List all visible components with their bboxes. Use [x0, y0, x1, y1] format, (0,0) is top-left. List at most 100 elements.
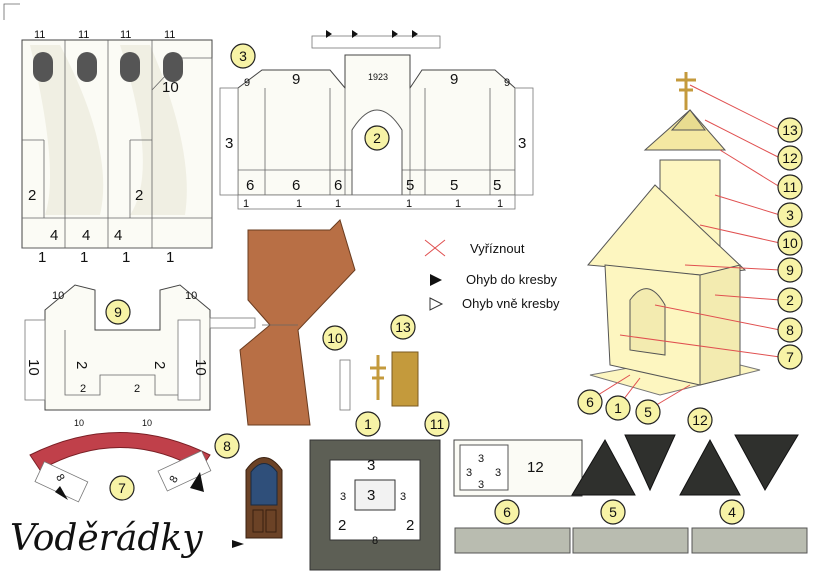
callout-number: 10 — [327, 330, 343, 346]
part-9-frame: 10 10 10 10 2 2 2 2 10 10 — [24, 284, 211, 428]
cut-cross-icon — [424, 239, 446, 257]
label: 1 — [122, 249, 130, 266]
label: 2 — [73, 361, 90, 369]
callout-number: 3 — [239, 48, 247, 64]
callout-number: 2 — [373, 130, 381, 146]
label: 3 — [367, 457, 375, 474]
label: 5 — [450, 177, 458, 194]
label: 11 — [34, 29, 45, 41]
callout-circle — [364, 125, 390, 151]
callout-circle — [494, 499, 520, 525]
callout-circle — [109, 475, 135, 501]
label: 6 — [334, 177, 342, 194]
callout-number: 7 — [118, 480, 126, 496]
label: 9 — [244, 77, 250, 89]
callout-number: 4 — [728, 504, 736, 520]
callout-number: 13 — [782, 122, 798, 138]
tower-window — [120, 52, 140, 82]
callout-circle — [777, 287, 803, 313]
chapel-illustration — [587, 72, 781, 411]
callout-number: 6 — [503, 504, 511, 520]
label: 3 — [367, 487, 375, 504]
part-1-base: 3 3 3 3 2 2 8 — [309, 439, 441, 571]
label: 3 — [518, 135, 526, 152]
callout-number: 7 — [786, 349, 794, 365]
callout-circle — [777, 117, 803, 143]
nave-side — [699, 264, 741, 386]
label: 4 — [50, 227, 58, 244]
part-11-tower-base: 3 3 3 3 12 — [453, 439, 583, 497]
label: 3 — [466, 467, 472, 479]
label: 4 — [82, 227, 90, 244]
fold-in-triangle-icon — [326, 30, 418, 38]
callout-circle — [322, 325, 348, 351]
label: 11 — [78, 29, 89, 41]
label: 10 — [162, 79, 179, 96]
callout-circle — [355, 411, 381, 437]
corner-mark — [3, 3, 20, 20]
label: 1 — [335, 198, 341, 210]
part-10-roof — [209, 219, 356, 426]
year-label: 1923 — [368, 72, 388, 82]
part-3-tower-walls: 11 11 11 11 10 2 2 4 4 4 1 1 1 1 — [21, 29, 213, 266]
callout-number: 10 — [782, 235, 798, 251]
label: 8 — [372, 535, 378, 547]
callout-circle — [230, 43, 256, 69]
callout-circle — [687, 407, 713, 433]
callout-number: 1 — [614, 400, 622, 416]
label: 2 — [134, 383, 140, 395]
callout-number: 1 — [364, 416, 372, 432]
callout-circle — [424, 411, 450, 437]
label: 2 — [338, 517, 346, 534]
label: 9 — [450, 71, 458, 88]
label: 3 — [478, 479, 484, 491]
label: 10 — [25, 359, 42, 376]
label: 3 — [478, 453, 484, 465]
label: 3 — [400, 491, 406, 503]
label: 10 — [192, 359, 209, 376]
tower-window — [77, 52, 97, 82]
tower-window — [163, 52, 183, 82]
callout-circle — [105, 299, 131, 325]
callout-circle — [777, 317, 803, 343]
legend: Vyříznout Ohyb do kresby Ohyb vně kresby — [424, 239, 560, 311]
callout-lines — [589, 84, 781, 411]
label: 5 — [493, 177, 501, 194]
callout-circle — [777, 344, 803, 370]
part-7-ridge: 8 8 — [29, 432, 212, 503]
fold-out-triangle-icon — [429, 297, 444, 311]
nave-door — [629, 288, 666, 356]
callout-number: 9 — [114, 304, 122, 320]
label: 2 — [28, 187, 36, 204]
fold-in-triangle-icon — [430, 274, 442, 286]
label: 9 — [504, 77, 510, 89]
page-title: Voděrádky — [10, 518, 203, 559]
legend-cut: Vyříznout — [470, 241, 525, 256]
label: 3 — [225, 135, 233, 152]
callout-circle — [635, 399, 661, 425]
label: 8 — [53, 472, 66, 483]
label: 12 — [527, 459, 544, 476]
callout-circle — [577, 389, 603, 415]
callout-number: 12 — [782, 150, 798, 166]
label: 2 — [135, 187, 143, 204]
callout-number: 8 — [223, 438, 231, 454]
legend-fold-in: Ohyb do kresby — [466, 272, 558, 287]
label: 8 — [167, 474, 180, 485]
callout-circle — [214, 433, 240, 459]
tower-roof-ridge — [670, 109, 706, 131]
label: 2 — [406, 517, 414, 534]
label: 1 — [455, 198, 461, 210]
label: 3 — [340, 491, 346, 503]
door-window — [250, 463, 278, 506]
label: 1 — [166, 249, 174, 266]
label: 10 — [185, 290, 197, 302]
label: 2 — [80, 383, 86, 395]
label: 1 — [296, 198, 302, 210]
callout-number: 8 — [786, 322, 794, 338]
callout-number: 12 — [692, 412, 708, 428]
label: 1 — [243, 198, 249, 210]
label: 6 — [246, 177, 254, 194]
label: 4 — [114, 227, 122, 244]
